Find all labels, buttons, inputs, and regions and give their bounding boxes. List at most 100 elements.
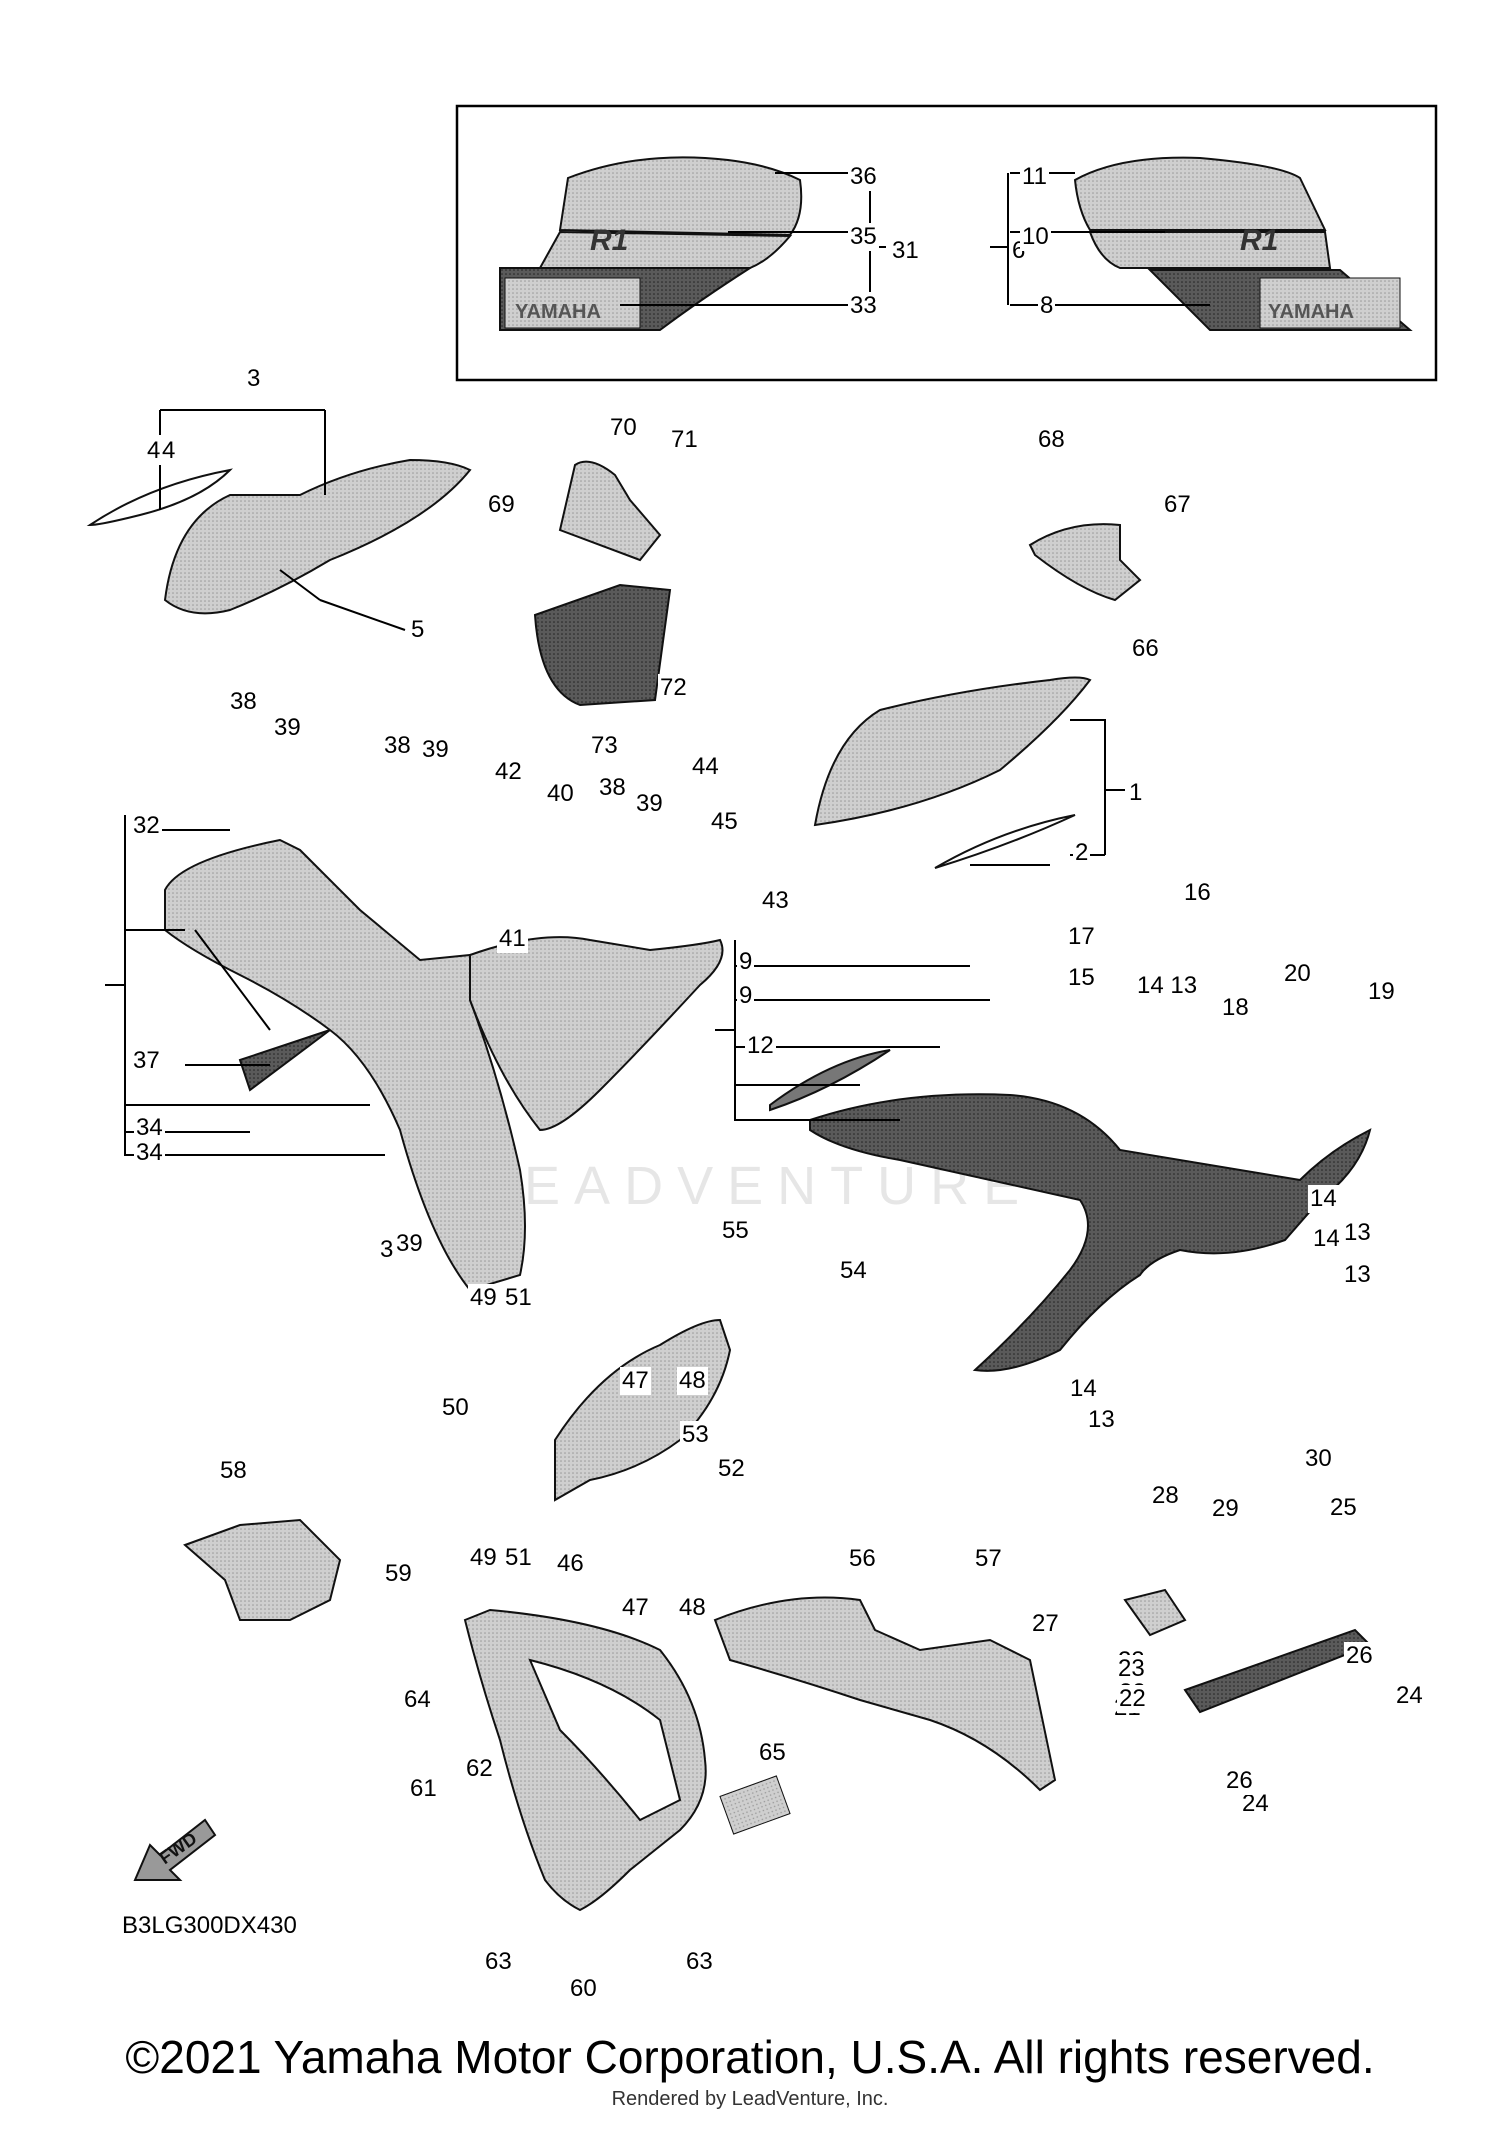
- callout-label-20: 20: [1282, 960, 1313, 988]
- callout-label-37: 37: [131, 1047, 162, 1075]
- part-65: [719, 1775, 791, 1835]
- callout-label-2: 2: [1073, 839, 1091, 867]
- part-side-panel-1: [813, 676, 1092, 869]
- callout-label-8: 8: [1038, 292, 1056, 320]
- callout-label-30: 30: [1303, 1445, 1334, 1473]
- callout-label-54: 54: [838, 1257, 869, 1285]
- callout-label-38-3: 38: [597, 774, 628, 802]
- callout-label-51-1: 51: [503, 1284, 534, 1312]
- callout-label-16: 16: [1182, 879, 1213, 907]
- decal-left: YAMAHA R1: [499, 156, 803, 331]
- callout-label-26-1: 26: [1224, 1767, 1255, 1795]
- callout-label-28: 28: [1150, 1482, 1181, 1510]
- rendered-by-text: Rendered by LeadVenture, Inc.: [611, 2088, 889, 2110]
- part-lower-panel-60: [463, 1608, 707, 1912]
- callout-label-22-1: 22: [1117, 1685, 1148, 1713]
- callout-label-61: 61: [408, 1775, 439, 1803]
- callout-label-39-1: 39: [420, 736, 451, 764]
- callout-label-10: 10: [1020, 223, 1051, 251]
- callout-label-45: 45: [709, 808, 740, 836]
- callout-label-55: 55: [720, 1217, 751, 1245]
- part-bracket-66: [1028, 523, 1142, 602]
- callout-label-48: 48: [677, 1594, 708, 1622]
- callout-label-26: 26: [1344, 1642, 1375, 1670]
- callout-label-40: 40: [545, 780, 576, 808]
- part-inner-panel-46: [554, 1318, 732, 1502]
- callout-label-47: 47: [620, 1594, 651, 1622]
- part-21: [1183, 1628, 1372, 1714]
- callout-label-42: 42: [493, 758, 524, 786]
- callout-label-4: 4: [160, 437, 178, 465]
- callout-label-56: 56: [847, 1545, 878, 1573]
- callout-label-67: 67: [1162, 491, 1193, 519]
- callout-label-62: 62: [464, 1755, 495, 1783]
- callout-label-68: 68: [1036, 426, 1067, 454]
- callout-label-49: 49: [468, 1544, 499, 1572]
- fwd-arrow-icon: FWD: [133, 1818, 217, 1881]
- callout-label-60: 60: [568, 1975, 599, 2003]
- decal-right-model: R1: [1240, 224, 1278, 257]
- callout-label-14: 14: [1308, 1185, 1339, 1213]
- callout-label-53: 53: [680, 1421, 711, 1449]
- callout-label-38-1: 38: [382, 732, 413, 760]
- part-56: [713, 1596, 1057, 1792]
- callout-label-46: 46: [555, 1550, 586, 1578]
- callout-label-70: 70: [608, 414, 639, 442]
- callout-label-49-1: 49: [468, 1284, 499, 1312]
- callout-label-72: 72: [658, 674, 689, 702]
- callout-label-35: 35: [848, 223, 879, 251]
- callout-label-64: 64: [402, 1686, 433, 1714]
- callout-label-39: 39: [272, 714, 303, 742]
- callout-label-3: 3: [245, 365, 263, 393]
- copyright-text: ©2021 Yamaha Motor Corporation, U.S.A. A…: [125, 2031, 1375, 2083]
- callout-label-41: 41: [497, 925, 528, 953]
- callout-label-13-2: 13: [1086, 1406, 1117, 1434]
- callout-label-58: 58: [218, 1457, 249, 1485]
- callout-label-23-1: 23: [1116, 1655, 1147, 1683]
- callout-label-57: 57: [973, 1545, 1004, 1573]
- callout-label-66: 66: [1130, 635, 1161, 663]
- callout-label-31: 31: [890, 237, 921, 265]
- callout-label-13: 13: [1342, 1219, 1373, 1247]
- part-side-cowling-left: [164, 838, 724, 1292]
- callout-label-73: 73: [589, 732, 620, 760]
- leader-lines: [105, 409, 1125, 1156]
- callout-label-27: 27: [1030, 1610, 1061, 1638]
- part-air-duct: [533, 460, 672, 707]
- decal-inset-frame: [455, 104, 1438, 382]
- callout-label-63: 63: [684, 1948, 715, 1976]
- callout-label-52: 52: [716, 1455, 747, 1483]
- callout-label-32: 32: [131, 812, 162, 840]
- decal-right: YAMAHA R1: [1073, 156, 1413, 331]
- part-side-cowling-right: [769, 1049, 1372, 1372]
- callout-label-43: 43: [760, 887, 791, 915]
- callout-label-5: 5: [409, 616, 427, 644]
- callout-label-33: 33: [848, 292, 879, 320]
- callout-label-51: 51: [503, 1544, 534, 1572]
- callout-label-14-13: 14 13: [1135, 972, 1200, 1000]
- callout-label-18: 18: [1220, 994, 1251, 1022]
- callout-label-14-1: 14: [1311, 1225, 1342, 1253]
- diagram-code: B3LG300DX430: [122, 1912, 297, 1939]
- callout-label-19: 19: [1366, 978, 1397, 1006]
- callout-label-36: 36: [848, 163, 879, 191]
- callout-label-13-1: 13: [1342, 1261, 1373, 1289]
- decal-left-brand: YAMAHA: [515, 301, 601, 323]
- callout-label-34: 34: [134, 1114, 165, 1142]
- callout-label-1: 1: [1127, 779, 1145, 807]
- callout-label-24: 24: [1394, 1682, 1425, 1710]
- callout-label-15: 15: [1066, 964, 1097, 992]
- callout-label-14-2: 14: [1068, 1375, 1099, 1403]
- part-27: [1123, 1588, 1187, 1637]
- callout-label-38: 38: [228, 688, 259, 716]
- callout-label-4-1: 4: [145, 437, 163, 465]
- callout-label-39-3: 39: [634, 790, 665, 818]
- callout-label-11: 11: [1020, 163, 1049, 191]
- callout-label-44: 44: [690, 753, 721, 781]
- callout-label-25: 25: [1328, 1494, 1359, 1522]
- callout-label-39-2: 39: [394, 1230, 425, 1258]
- callout-label-24-1: 24: [1240, 1790, 1271, 1818]
- part-upper-cowl: [86, 458, 472, 615]
- callout-label-9-1: 9: [737, 982, 755, 1010]
